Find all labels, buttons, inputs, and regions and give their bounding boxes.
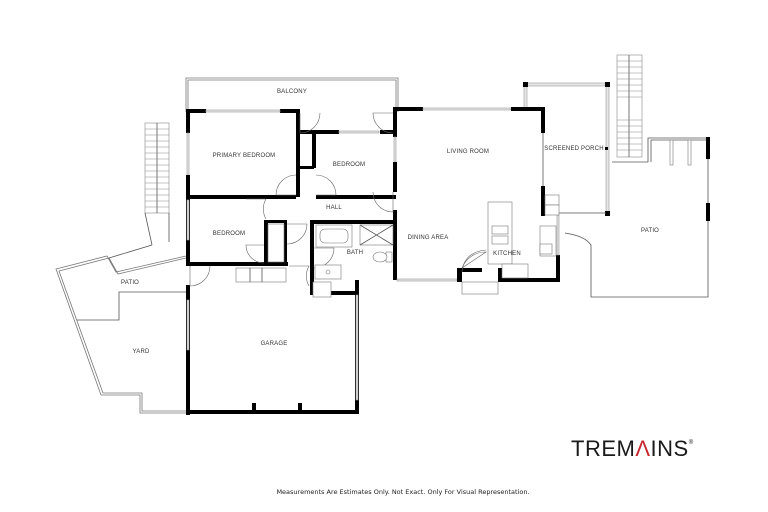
left-patio-yard-outline — [55, 244, 187, 414]
room-labels: BALCONY PRIMARY BEDROOM BEDROOM LIVING R… — [121, 89, 659, 355]
screened-porch-outline — [523, 82, 610, 216]
label-living-room: LIVING ROOM — [447, 149, 489, 155]
label-bedroom-2: BEDROOM — [213, 231, 245, 237]
label-garage: GARAGE — [261, 341, 288, 347]
logo-accent-mark: Λ — [635, 436, 651, 461]
logo-text-part1: TREM — [571, 436, 636, 461]
balcony-outline — [185, 77, 399, 112]
label-patio-right: PATIO — [641, 228, 659, 234]
left-stairs — [144, 122, 170, 246]
label-primary-bedroom: PRIMARY BEDROOM — [213, 153, 276, 159]
tremains-logo: TREMΛINS® — [571, 436, 694, 462]
measurement-disclaimer: Measurements Are Estimates Only. Not Exa… — [276, 488, 530, 496]
label-hall: HALL — [326, 205, 342, 211]
label-bedroom-1: BEDROOM — [333, 162, 365, 168]
label-kitchen: KITCHEN — [493, 251, 521, 257]
fixtures — [235, 194, 560, 298]
label-screened-porch: SCREENED PORCH — [544, 146, 603, 152]
label-bath: BATH — [347, 250, 363, 256]
label-yard: YARD — [132, 349, 149, 355]
registered-mark: ® — [688, 440, 694, 446]
right-stairs — [616, 54, 643, 158]
logo-text-part2: INS — [650, 436, 689, 461]
label-dining-area: DINING AREA — [408, 235, 449, 241]
right-patio-outline — [564, 137, 710, 298]
label-balcony: BALCONY — [277, 89, 307, 95]
label-patio-left: PATIO — [121, 280, 139, 286]
doors — [189, 112, 487, 287]
